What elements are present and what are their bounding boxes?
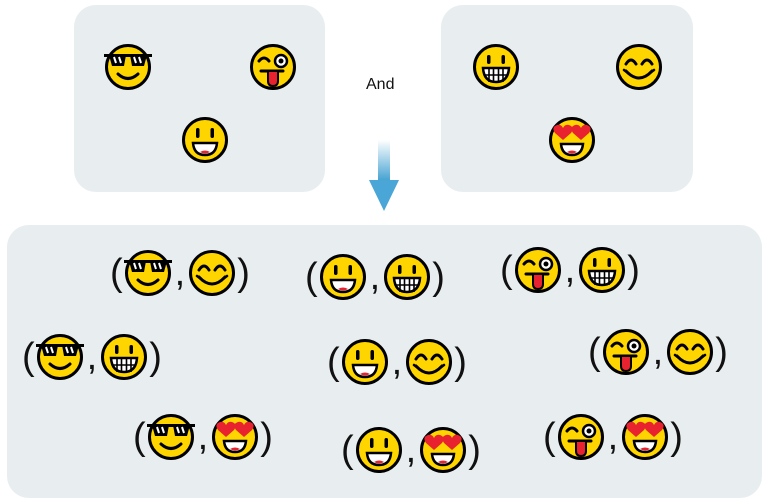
blush-emoji-icon — [406, 339, 453, 385]
close-paren: ) — [432, 256, 445, 298]
close-paren: ) — [237, 252, 250, 294]
hearts-emoji-icon — [549, 117, 595, 163]
close-paren: ) — [715, 331, 728, 373]
comma: , — [405, 429, 417, 471]
wink-emoji-icon — [514, 247, 561, 293]
pair-item: (,) — [133, 409, 273, 465]
blush-emoji-icon — [189, 250, 236, 296]
cool-emoji-icon — [34, 334, 85, 380]
open-paren: ( — [305, 256, 318, 298]
grin-emoji-icon — [473, 44, 519, 90]
open-paren: ( — [133, 416, 146, 458]
comma: , — [564, 249, 576, 291]
close-paren: ) — [454, 341, 467, 383]
comma: , — [391, 341, 403, 383]
pair-item: (,) — [543, 409, 683, 465]
pair-item: (,) — [500, 242, 640, 298]
pair-item: (,) — [22, 329, 162, 385]
close-paren: ) — [468, 429, 481, 471]
hearts-emoji-icon — [212, 414, 259, 460]
wink-emoji-icon — [602, 329, 649, 375]
pair-item: (,) — [341, 422, 481, 478]
comma: , — [86, 336, 98, 378]
open-paren: ( — [543, 416, 556, 458]
cool-emoji-icon — [122, 250, 173, 296]
cool-emoji-icon — [145, 414, 196, 460]
close-paren: ) — [260, 416, 273, 458]
close-paren: ) — [149, 336, 162, 378]
open-paren: ( — [500, 249, 513, 291]
hearts-emoji-icon — [622, 414, 669, 460]
smile-emoji-icon — [319, 254, 366, 300]
comma: , — [369, 256, 381, 298]
open-paren: ( — [22, 336, 35, 378]
connector-label: And — [366, 76, 395, 93]
grin-emoji-icon — [579, 247, 626, 293]
smile-emoji-icon — [182, 117, 228, 163]
smile-emoji-icon — [355, 427, 402, 473]
open-paren: ( — [327, 341, 340, 383]
pair-item: (,) — [588, 324, 728, 380]
grin-emoji-icon — [101, 334, 148, 380]
smile-emoji-icon — [341, 339, 388, 385]
comma: , — [607, 416, 619, 458]
open-paren: ( — [110, 252, 123, 294]
comma: , — [652, 331, 664, 373]
cool-emoji-icon — [103, 44, 153, 90]
pair-item: (,) — [305, 249, 445, 305]
arrow-down-icon — [369, 140, 399, 211]
comma: , — [174, 252, 186, 294]
open-paren: ( — [588, 331, 601, 373]
pair-item: (,) — [327, 334, 467, 390]
wink-emoji-icon — [250, 44, 296, 90]
close-paren: ) — [627, 249, 640, 291]
blush-emoji-icon — [667, 329, 714, 375]
wink-emoji-icon — [557, 414, 604, 460]
pair-item: (,) — [110, 245, 250, 301]
hearts-emoji-icon — [420, 427, 467, 473]
comma: , — [197, 416, 209, 458]
blush-emoji-icon — [616, 44, 662, 90]
close-paren: ) — [670, 416, 683, 458]
grin-emoji-icon — [384, 254, 431, 300]
open-paren: ( — [341, 429, 354, 471]
